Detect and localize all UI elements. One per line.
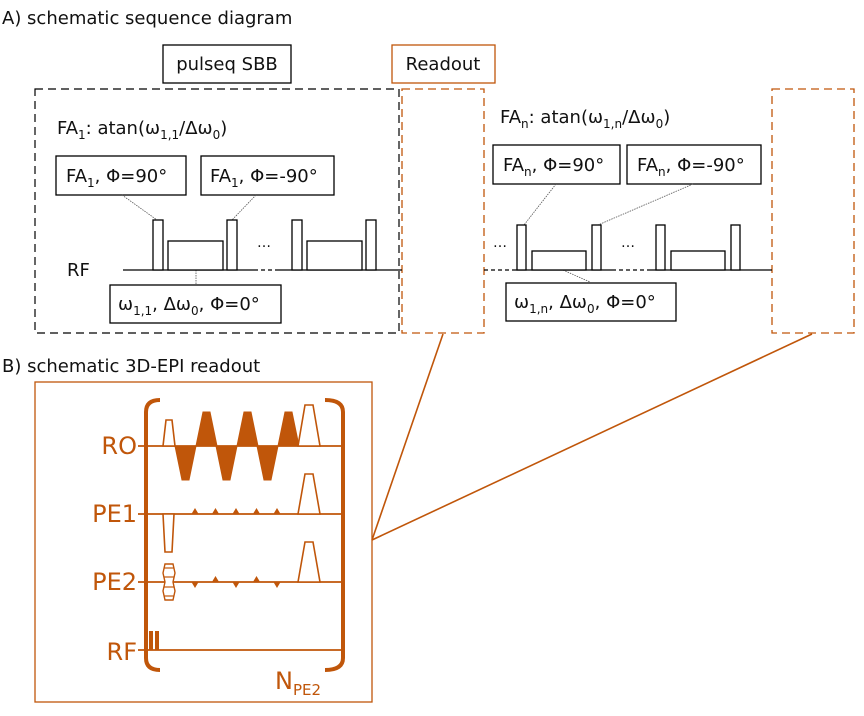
pe2-blip <box>273 581 281 588</box>
svg-text:Readout: Readout <box>406 54 481 75</box>
channel-label-pe1: PE1 <box>92 500 137 528</box>
fa1-neg-phase-box: FA1, Φ=-90° <box>200 155 335 196</box>
fa1-formula: FA1: atan(ω1,1/Δω0) <box>57 118 227 142</box>
epi-readout-frame <box>34 381 373 703</box>
connector-fan-neg <box>597 183 694 226</box>
pe2-blip <box>232 581 240 588</box>
sat1-box: ω1,1, Δω0, Φ=0° <box>109 284 282 324</box>
connector-satn <box>562 269 591 283</box>
readout-dashed-box-n <box>771 88 855 334</box>
pe1-blip <box>232 508 240 515</box>
epi-waveforms <box>149 404 321 650</box>
ro-readout-lobe <box>236 411 259 447</box>
svg-text:pulseq SBB: pulseq SBB <box>176 54 278 75</box>
pe1-prephaser-lobe <box>162 513 175 553</box>
svg-text:ω1,n, Δω0, Φ=0°: ω1,n, Δω0, Φ=0° <box>514 292 656 316</box>
sbb-dashed-box <box>34 88 400 334</box>
svg-text:FAn, Φ=-90°: FAn, Φ=-90° <box>637 155 745 179</box>
section-b-title: B) schematic 3D-EPI readout <box>2 356 260 377</box>
pe1-blip <box>211 508 220 515</box>
ro-readout-lobe <box>215 445 238 481</box>
pe2-blip <box>211 576 220 583</box>
zoom-line-readout-1 <box>371 333 444 541</box>
ro-readout-lobe <box>277 411 300 447</box>
svg-text:FAn, Φ=90°: FAn, Φ=90° <box>503 155 604 179</box>
ellipsis-n-left: … <box>493 235 507 251</box>
connector-fa1-pos <box>121 194 158 221</box>
ro-readout-lobe <box>256 445 279 481</box>
ro-readout-lobe <box>174 445 197 481</box>
pe1-spoiler-lobe <box>297 473 321 515</box>
ro-spoiler-lobe <box>297 404 321 447</box>
fa1-pos-phase-box: FA1, Φ=90° <box>55 155 187 196</box>
rf-label-a: RF <box>67 260 90 281</box>
fan-pos-phase-box: FAn, Φ=90° <box>492 144 621 185</box>
right-bracket <box>324 398 345 672</box>
pe1-blip <box>252 508 261 515</box>
rf-pulse-train-n <box>484 224 772 271</box>
repeat-count-label: NPE2 <box>275 667 321 699</box>
rf-excitation-pulse <box>149 631 153 650</box>
pe1-blip <box>273 508 281 515</box>
connector-fan-pos <box>523 183 557 226</box>
ellipsis-1: … <box>257 235 271 251</box>
ro-prephaser-lobe <box>162 419 176 447</box>
channel-label-rf: RF <box>107 638 137 666</box>
satn-box: ω1,n, Δω0, Φ=0° <box>505 282 677 322</box>
ellipsis-n-mid: … <box>621 235 635 251</box>
pe2-phase-table <box>162 563 176 601</box>
section-a-title: A) schematic sequence diagram <box>2 8 292 29</box>
rf-excitation-pulse <box>155 631 159 650</box>
readout-label: Readout <box>391 44 496 84</box>
channel-label-pe2: PE2 <box>92 568 137 596</box>
pe2-spoiler-lobe <box>297 541 321 583</box>
rf-pulse-train-1 <box>123 219 402 271</box>
ro-readout-lobe <box>195 411 218 447</box>
fan-formula: FAn: atan(ω1,n/Δω0) <box>500 107 670 131</box>
pe2-blip <box>252 576 261 583</box>
connector-fa1-neg <box>231 194 257 221</box>
svg-text:ω1,1, Δω0, Φ=0°: ω1,1, Δω0, Φ=0° <box>118 294 260 318</box>
channel-label-ro: RO <box>101 432 137 460</box>
pe1-blip <box>191 508 199 515</box>
pulseq-sbb-label: pulseq SBB <box>162 44 292 84</box>
readout-dashed-box-1 <box>401 88 485 334</box>
svg-text:FA1, Φ=-90°: FA1, Φ=-90° <box>210 166 318 190</box>
fan-neg-phase-box: FAn, Φ=-90° <box>626 144 762 185</box>
svg-text:FA1, Φ=90°: FA1, Φ=90° <box>66 166 167 190</box>
left-bracket <box>144 398 161 672</box>
pe2-blip <box>191 581 199 588</box>
zoom-line-readout-n <box>371 333 813 541</box>
